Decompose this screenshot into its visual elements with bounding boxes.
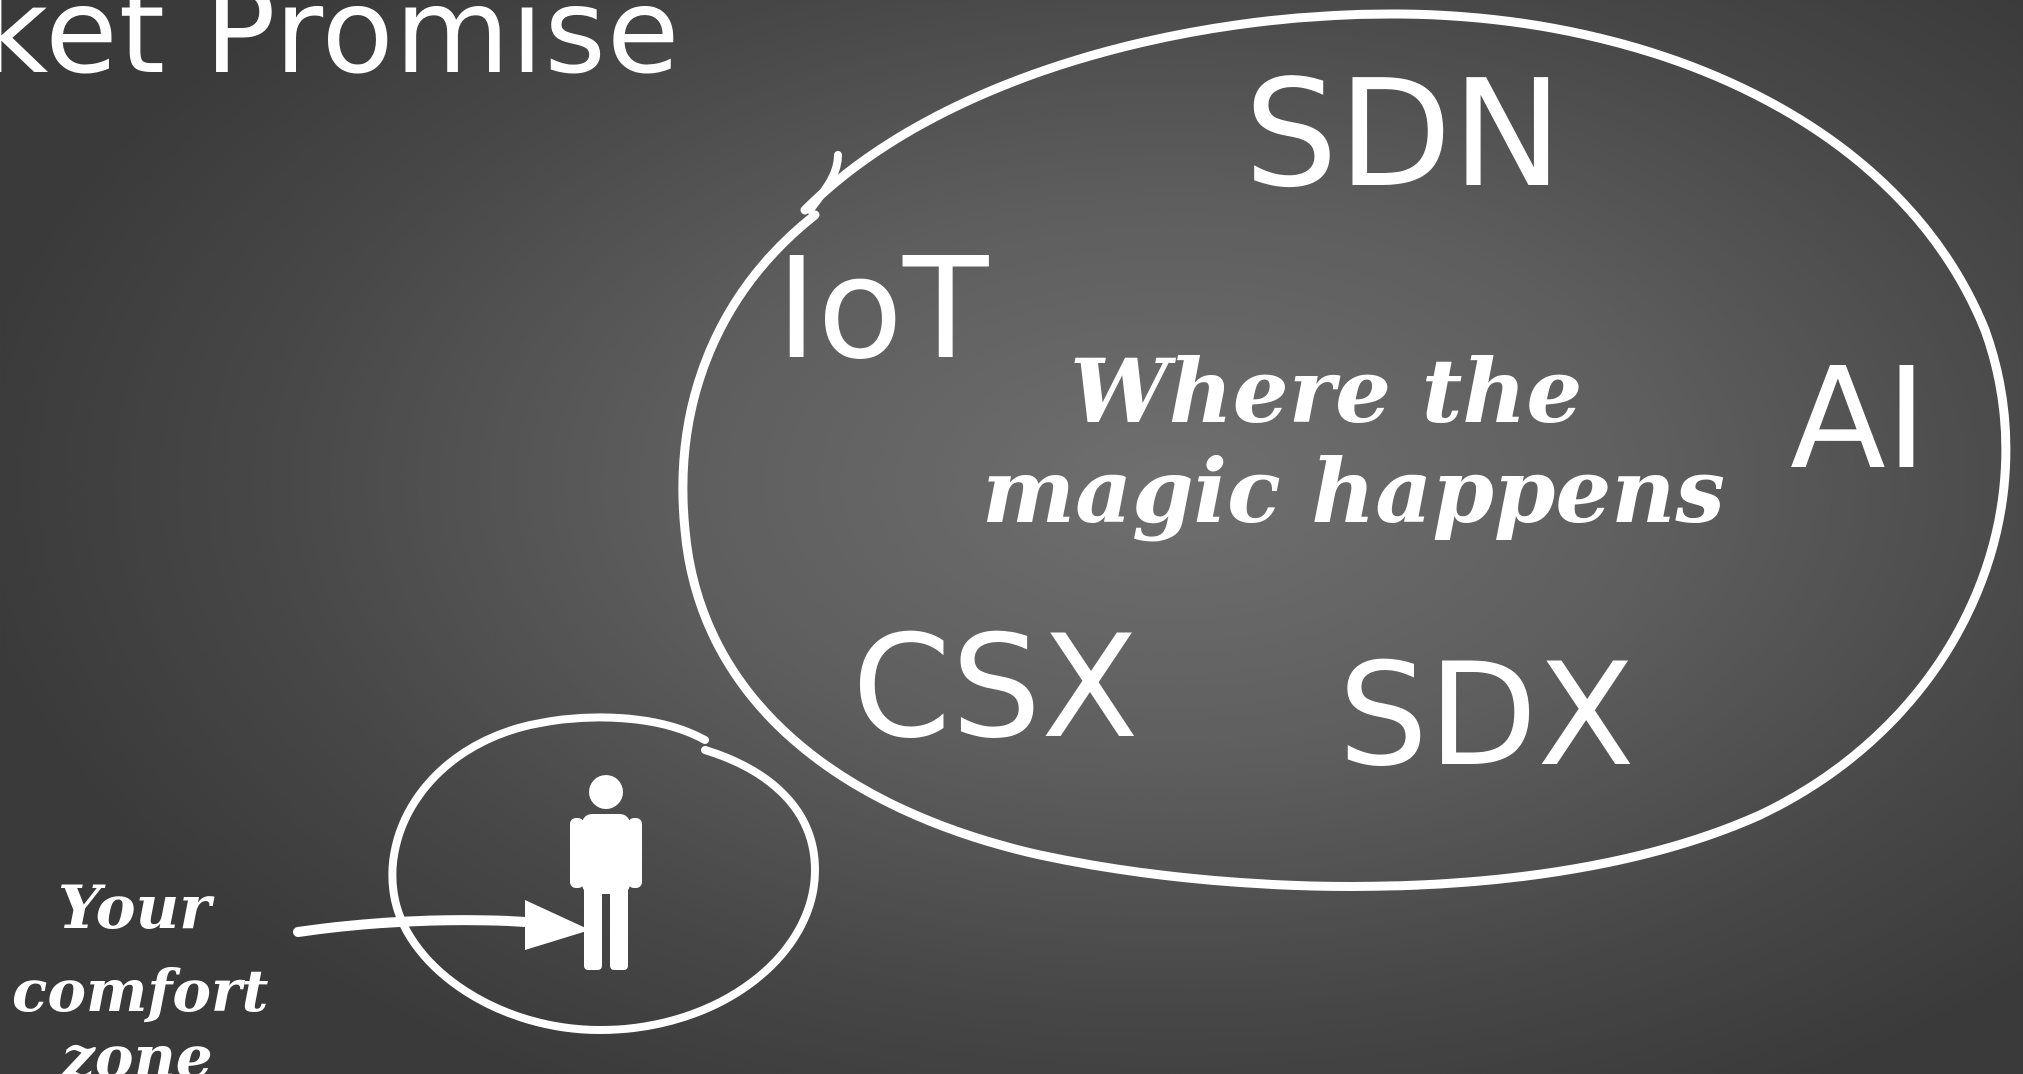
magic-zone-ellipse-tail xyxy=(806,151,842,214)
term-ai: AI xyxy=(1790,338,1928,501)
term-sdx: SDX xyxy=(1338,633,1635,798)
comfort-zone-circle xyxy=(388,713,820,1035)
magic-zone-ellipse xyxy=(678,9,2011,891)
comfort-text-line2: comfort xyxy=(12,957,269,1025)
magic-text-line2: magic happens xyxy=(982,439,1725,543)
slide-title: ket Promise xyxy=(0,0,681,100)
term-csx: CSX xyxy=(852,605,1139,770)
arrow-icon xyxy=(293,900,590,950)
term-iot: IoT xyxy=(776,228,989,391)
comfort-text-line1: Your xyxy=(58,873,211,943)
person-icon xyxy=(570,775,642,970)
magic-text-line1: Where the xyxy=(1070,339,1583,443)
comfort-text-line3: zone xyxy=(62,1023,213,1074)
term-sdn: SDN xyxy=(1244,48,1563,220)
